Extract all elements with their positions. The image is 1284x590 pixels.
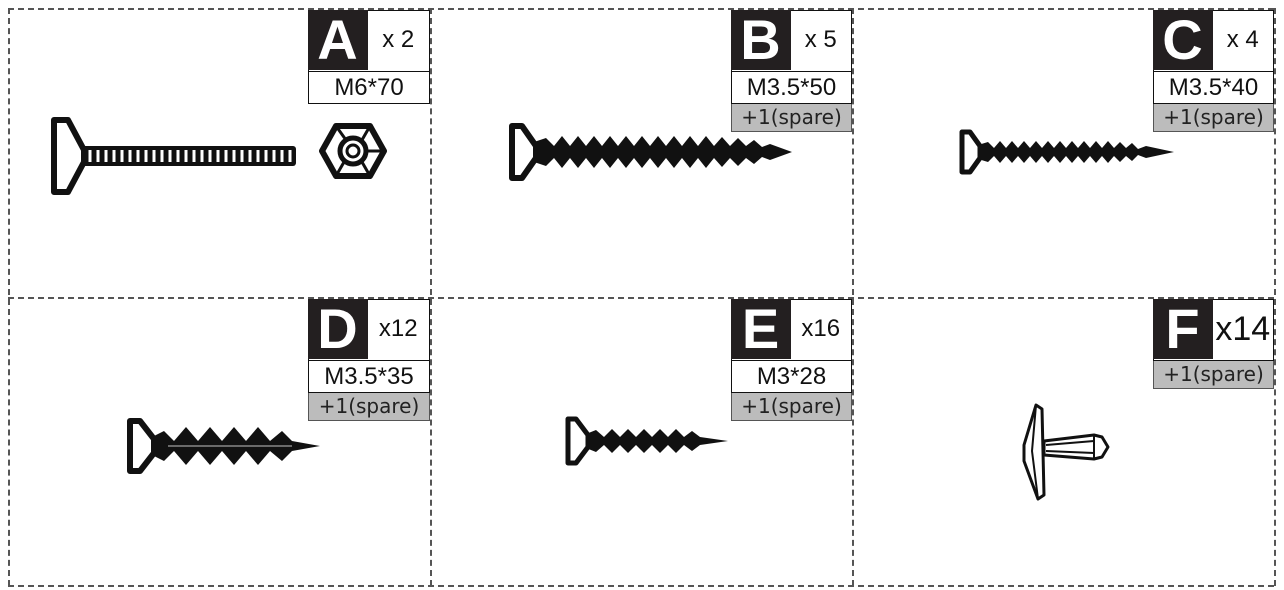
item-letter-f: F: [1152, 298, 1213, 359]
grid-line-left: [8, 8, 10, 586]
grid-line-bottom: [8, 585, 1274, 587]
item-letter-a: A: [307, 9, 368, 70]
hardware-cell-c: C x 4 M3.5*40 +1(spare): [852, 8, 1274, 297]
grid-line-col2: [852, 8, 854, 586]
item-letter-d: D: [307, 298, 368, 359]
hardware-cell-a: A x 2 M6*70: [8, 8, 430, 297]
item-spare-b: +1(spare): [731, 104, 852, 132]
item-quantity-e: x16: [801, 315, 841, 342]
plastic-pin-icon: [1022, 403, 1110, 501]
item-size-a: M6*70: [308, 72, 430, 104]
hex-nut-icon: [319, 123, 387, 179]
item-quantity-c: x 4: [1226, 26, 1259, 53]
wood-screw-icon: [565, 416, 728, 466]
item-spare-d: +1(spare): [308, 393, 430, 421]
item-quantity-d: x12: [378, 315, 418, 342]
item-tag-a: A x 2 M6*70: [307, 9, 430, 104]
item-letter-b: B: [730, 9, 791, 70]
grid-line-top: [8, 8, 1274, 10]
item-tag-c: C x 4 M3.5*40 +1(spare): [1152, 9, 1274, 132]
hardware-cell-f: F x14 +1(spare): [852, 297, 1274, 585]
item-quantity-a: x 2: [382, 26, 415, 53]
wood-screw-icon: [959, 129, 1174, 175]
bolt-icon: [51, 117, 296, 195]
item-spare-f: +1(spare): [1153, 361, 1274, 389]
item-tag-d: D x12 M3.5*35 +1(spare): [307, 298, 430, 421]
item-tag-e: E x16 M3*28 +1(spare): [730, 298, 852, 421]
item-quantity-f: x14: [1215, 310, 1271, 348]
item-size-e: M3*28: [731, 361, 852, 393]
item-letter-e: E: [730, 298, 791, 359]
hardware-cell-d: D x12 M3.5*35 +1(spare): [8, 297, 430, 585]
item-size-b: M3.5*50: [731, 72, 852, 104]
grid-line-right: [1274, 8, 1276, 586]
item-tag-b: B x 5 M3.5*50 +1(spare): [730, 9, 852, 132]
item-spare-c: +1(spare): [1153, 104, 1274, 132]
grid-line-col1: [430, 8, 432, 586]
item-spare-e: +1(spare): [731, 393, 852, 421]
item-letter-c: C: [1152, 9, 1213, 70]
hardware-cell-e: E x16 M3*28 +1(spare): [430, 297, 852, 585]
wood-screw-icon: [127, 418, 320, 474]
item-tag-f: F x14 +1(spare): [1152, 298, 1274, 389]
grid-line-middle: [8, 297, 1274, 299]
item-size-c: M3.5*40: [1153, 72, 1274, 104]
wood-screw-icon: [509, 123, 792, 181]
item-size-d: M3.5*35: [308, 361, 430, 393]
hardware-cell-b: B x 5 M3.5*50 +1(spare): [430, 8, 852, 297]
item-quantity-b: x 5: [804, 26, 837, 53]
